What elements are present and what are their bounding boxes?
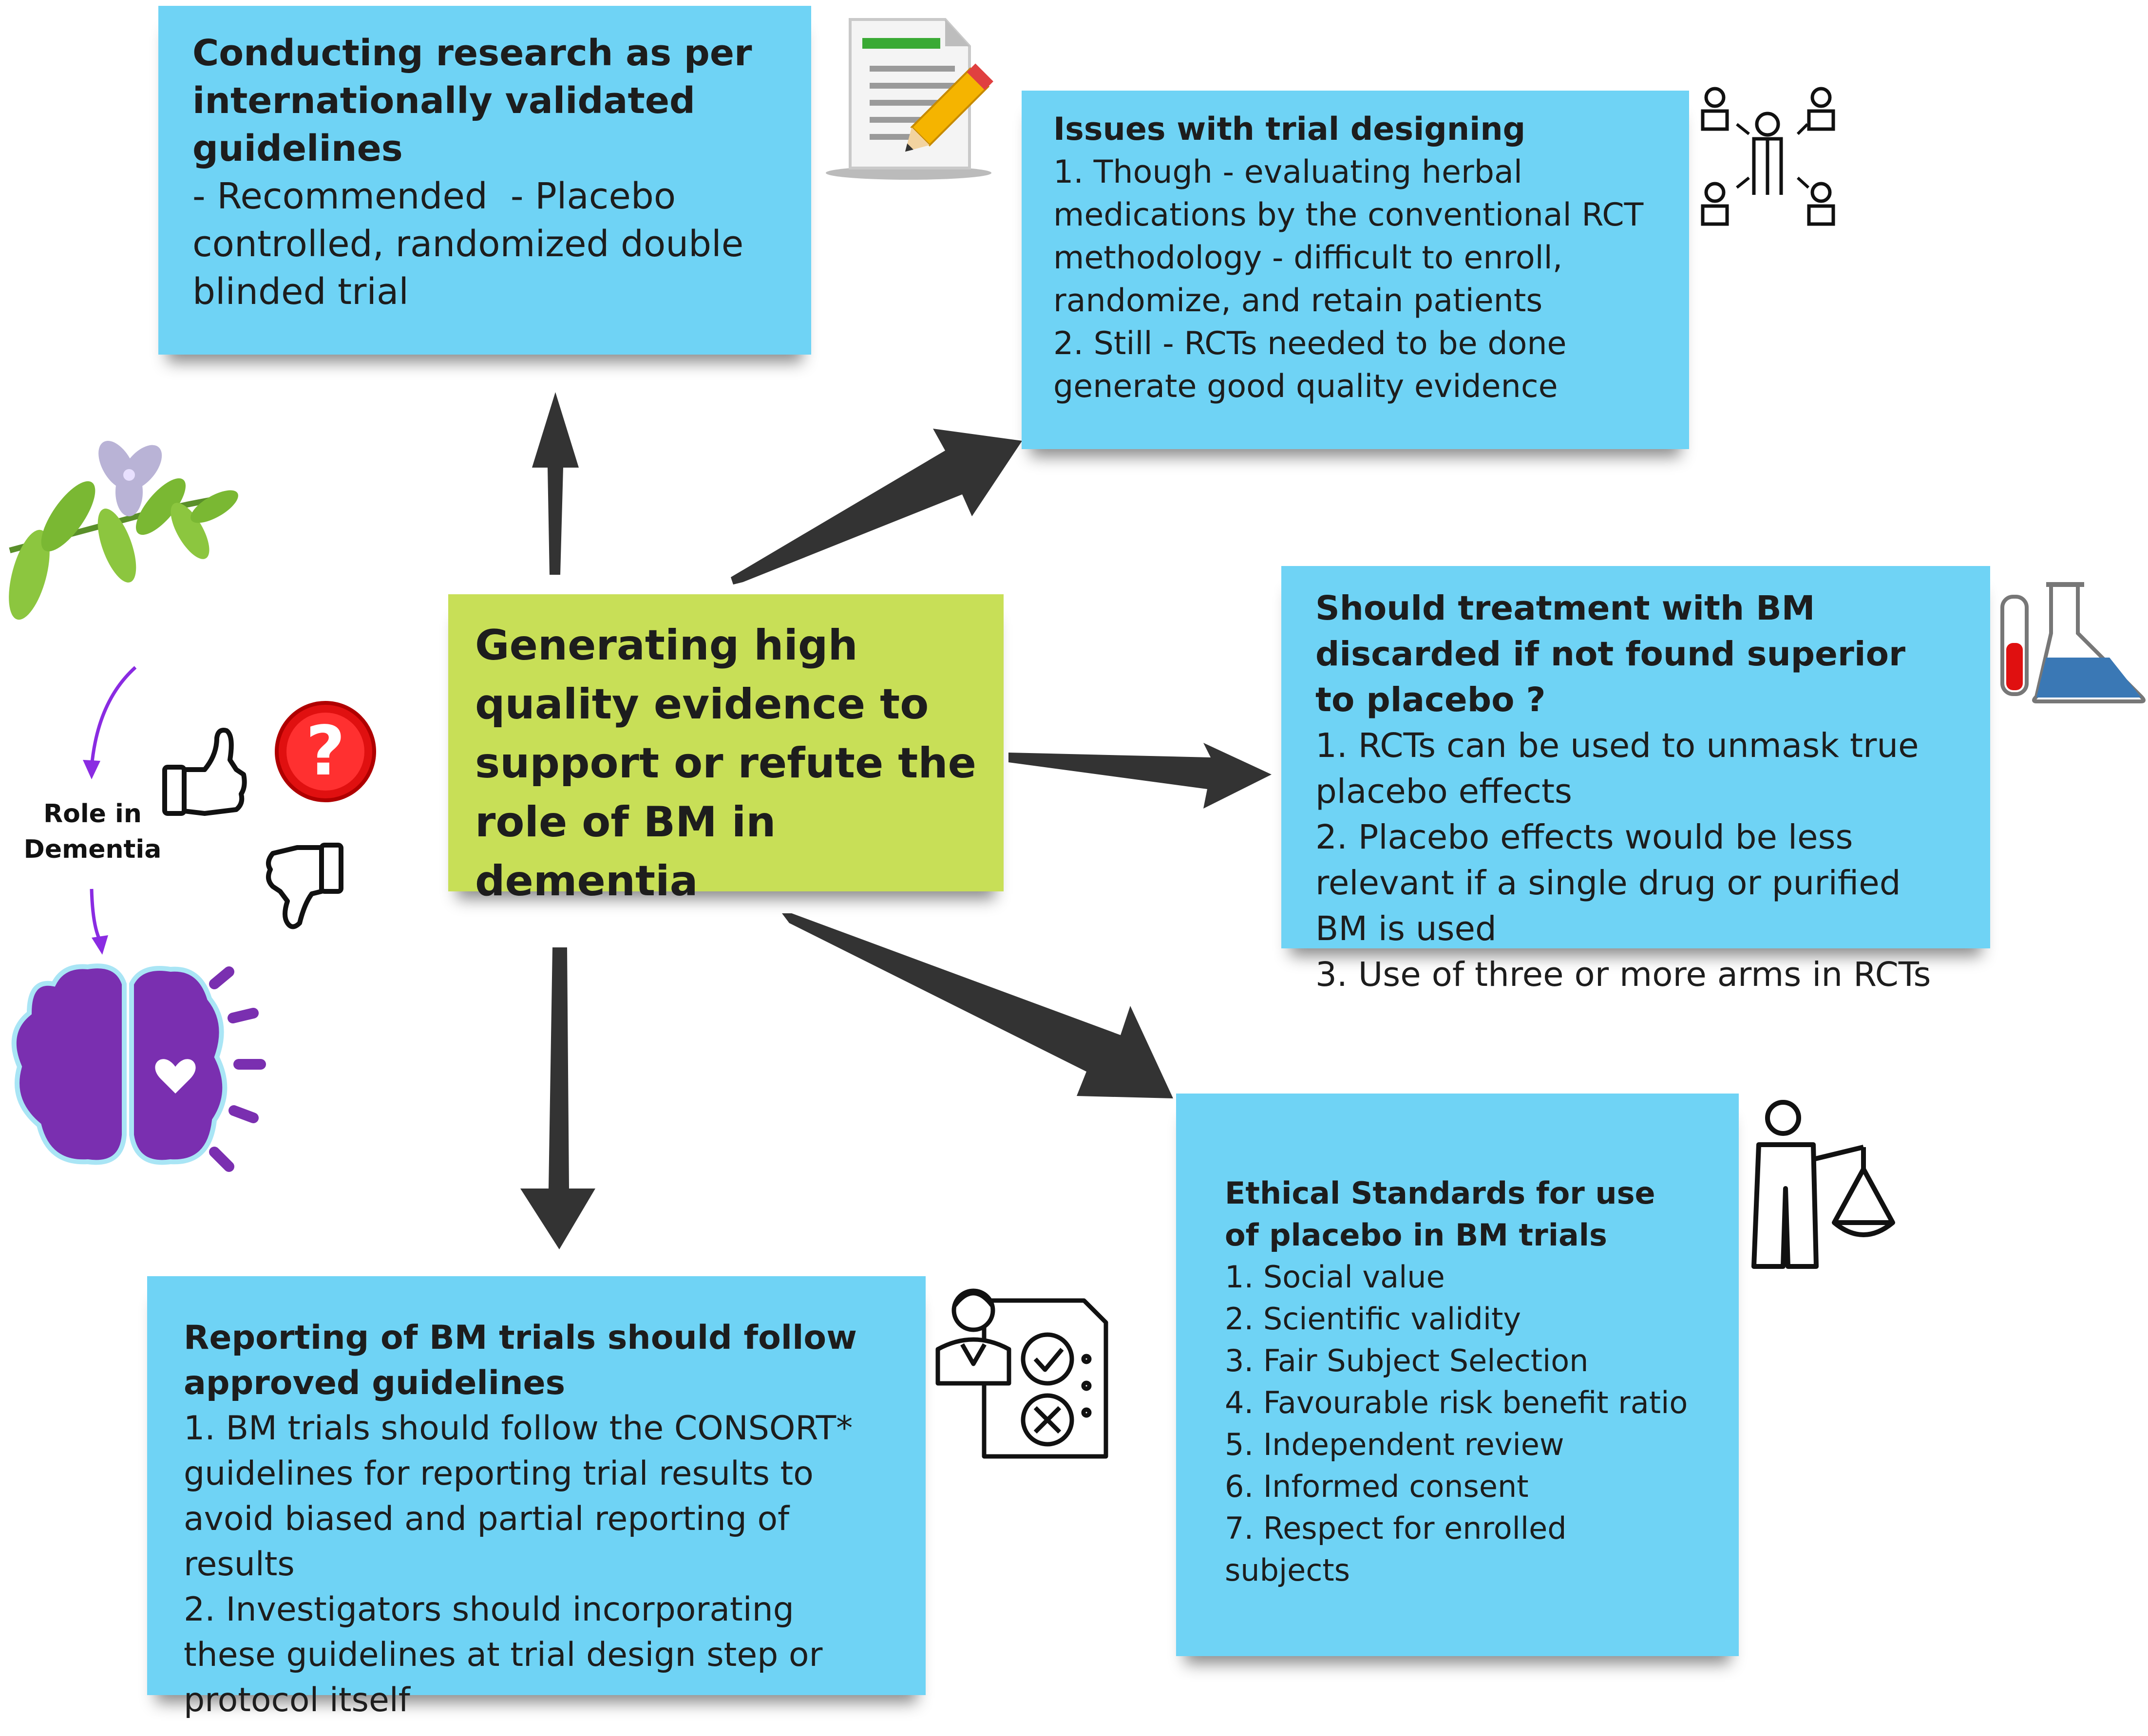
brain-icon	[11, 963, 266, 1172]
placebo-question-box: Should treatment with BM discarded if no…	[1281, 566, 1990, 994]
ethics-box-line: 7. Respect for enrolled subjects	[1225, 1510, 1567, 1588]
trial-design-issues-box: Issues with trial designing 1. Though - …	[1022, 91, 1689, 449]
ethics-box-line: 3. Fair Subject Selection	[1225, 1343, 1589, 1378]
issues-box-line: 1. Though - evaluating herbal medication…	[1053, 154, 1644, 319]
issues-box-line: 2. Still - RCTs needed to be done genera…	[1053, 325, 1567, 405]
question-mark-icon: ?	[275, 701, 376, 802]
lab-flask-icon	[2000, 582, 2146, 703]
checklist-doctor-icon	[935, 1288, 1108, 1459]
side-arrow-plant-to-label	[90, 666, 137, 768]
central-goal-text: Generating high quality evidence to supp…	[475, 621, 976, 906]
document-pencil-icon	[826, 18, 993, 180]
thumbs-down-icon	[266, 843, 343, 929]
placebo-box-line: 3. Use of three or more arms in RCTs	[1315, 955, 1931, 994]
ethics-box-line: 2. Scientific validity	[1225, 1301, 1521, 1337]
central-goal-box: Generating high quality evidence to supp…	[448, 594, 1004, 906]
arrow-to-issues	[731, 429, 1022, 585]
report-box-title: Reporting of BM trials should follow app…	[184, 1319, 857, 1402]
ethics-box-title: Ethical Standards for use of placebo in …	[1225, 1175, 1655, 1253]
justice-scale-icon	[1751, 1100, 1895, 1269]
ethics-box-line: 5. Independent review	[1225, 1427, 1564, 1462]
report-box-line: 2. Investigators should incorporating th…	[184, 1590, 823, 1719]
report-box-line: 1. BM trials should follow the CONSORT* …	[184, 1409, 853, 1584]
arrow-to-placebo	[1008, 743, 1272, 809]
side-label-line1: Role in	[43, 799, 142, 829]
research-box-title: Conducting research as per international…	[192, 32, 752, 170]
placebo-box-line: 2. Placebo effects would be less relevan…	[1315, 818, 1901, 948]
people-network-icon	[1701, 87, 1835, 226]
plant-icon	[9, 441, 238, 620]
ethics-box-line: 6. Informed consent	[1225, 1469, 1529, 1504]
ethics-box-line: 4. Favourable risk benefit ratio	[1225, 1385, 1688, 1420]
ethical-standards-box: Ethical Standards for use of placebo in …	[1176, 1094, 1739, 1656]
arrow-to-research	[532, 392, 579, 575]
side-arrow-plant-head	[83, 760, 100, 779]
side-label-line2: Dementia	[23, 835, 162, 864]
role-in-dementia-label: Role in Dementia	[19, 796, 166, 868]
placebo-box-line: 1. RCTs can be used to unmask true place…	[1315, 726, 1919, 811]
placebo-box-title: Should treatment with BM discarded if no…	[1315, 589, 1906, 719]
svg-text:?: ?	[305, 712, 345, 791]
side-arrow-label-to-brain	[90, 888, 102, 941]
ethics-box-line: 1. Social value	[1225, 1259, 1445, 1295]
reporting-guidelines-box: Reporting of BM trials should follow app…	[147, 1276, 926, 1719]
arrow-to-report	[520, 947, 595, 1249]
issues-box-title: Issues with trial designing	[1053, 111, 1526, 148]
thumbs-up-icon	[162, 728, 247, 816]
arrow-to-ethics	[782, 913, 1173, 1098]
research-box-line: - Recommended - Placebo controlled, rand…	[192, 175, 755, 313]
research-guidelines-box: Conducting research as per international…	[158, 6, 811, 355]
side-arrow-brain-head	[92, 935, 108, 955]
flow-arrows	[520, 392, 1272, 1249]
